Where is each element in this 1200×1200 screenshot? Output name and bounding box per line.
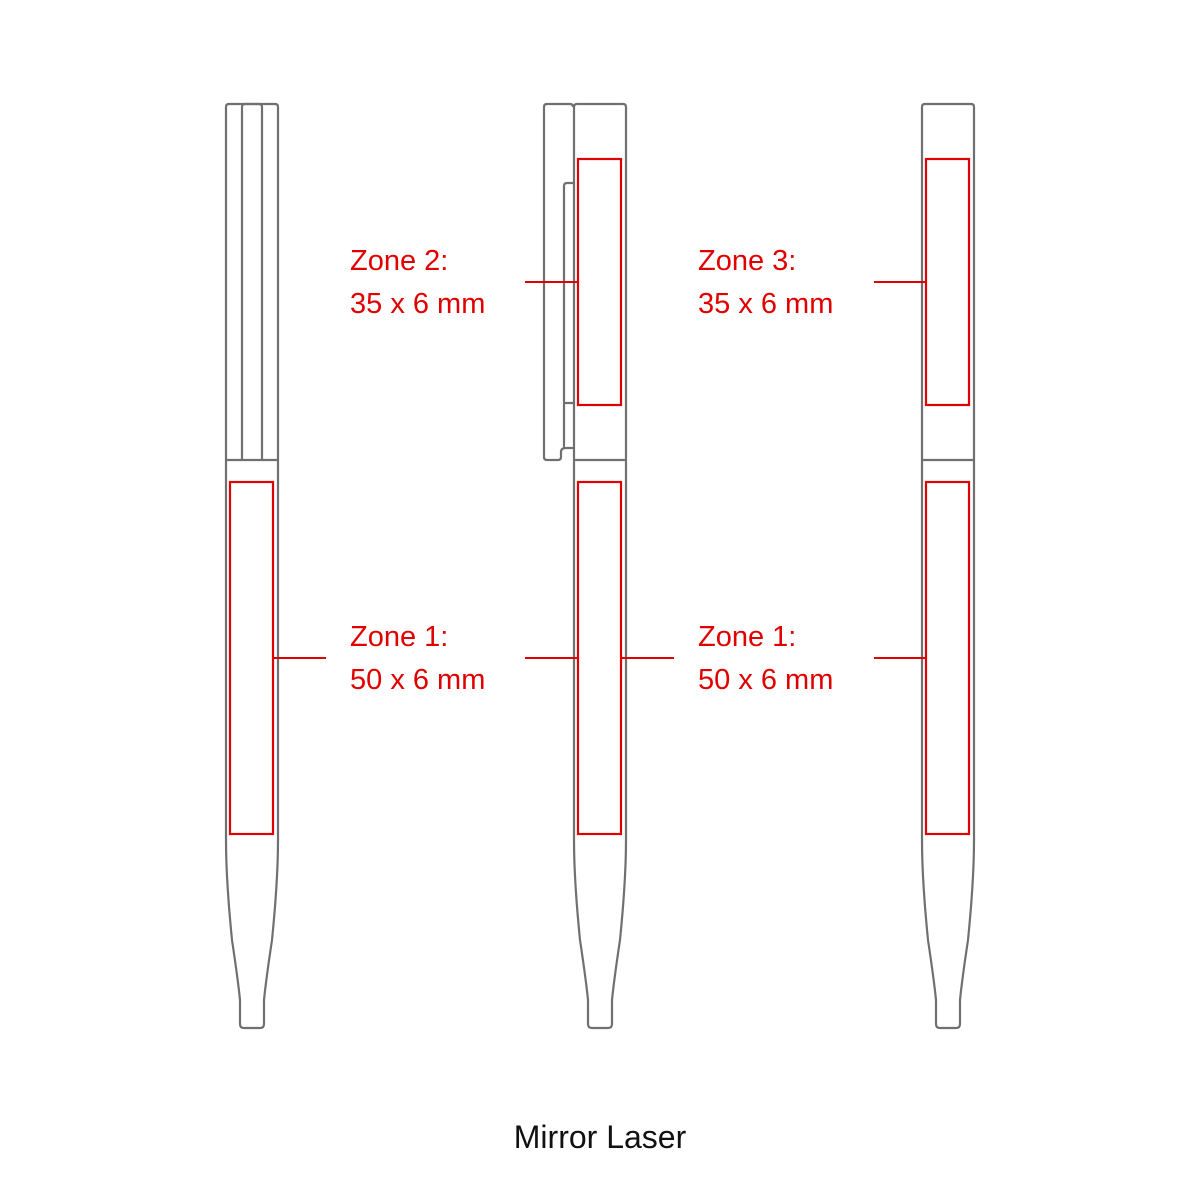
pen2-zone-1-size: 50 x 6 mm xyxy=(698,664,833,696)
pen-outline xyxy=(920,102,976,1030)
caption: Mirror Laser xyxy=(514,1119,687,1155)
zone-2-title: Zone 2: xyxy=(350,245,448,277)
pen-outline xyxy=(224,102,280,1030)
zone-1-area xyxy=(576,480,623,836)
zone-2-area xyxy=(576,157,623,407)
zone-2-size: 35 x 6 mm xyxy=(350,288,485,320)
pen1-zone-1-size: 50 x 6 mm xyxy=(350,664,485,696)
pen2-zone-1-title: Zone 1: xyxy=(698,621,796,653)
pen-outline xyxy=(572,102,628,1030)
zone-3-title: Zone 3: xyxy=(698,245,796,277)
pen-clip xyxy=(240,102,264,460)
zone-3-size: 35 x 6 mm xyxy=(698,288,833,320)
zone-3-area xyxy=(924,157,971,407)
pen-front-view xyxy=(224,102,326,1030)
pen1-zone-1-title: Zone 1: xyxy=(350,621,448,653)
pen-side-view xyxy=(525,102,674,1030)
zone-1-area xyxy=(228,480,275,836)
pen-clip xyxy=(542,102,575,462)
zone-1-area xyxy=(924,480,971,836)
pen-clip-inner xyxy=(562,181,574,448)
pen-back-view xyxy=(874,102,976,1030)
